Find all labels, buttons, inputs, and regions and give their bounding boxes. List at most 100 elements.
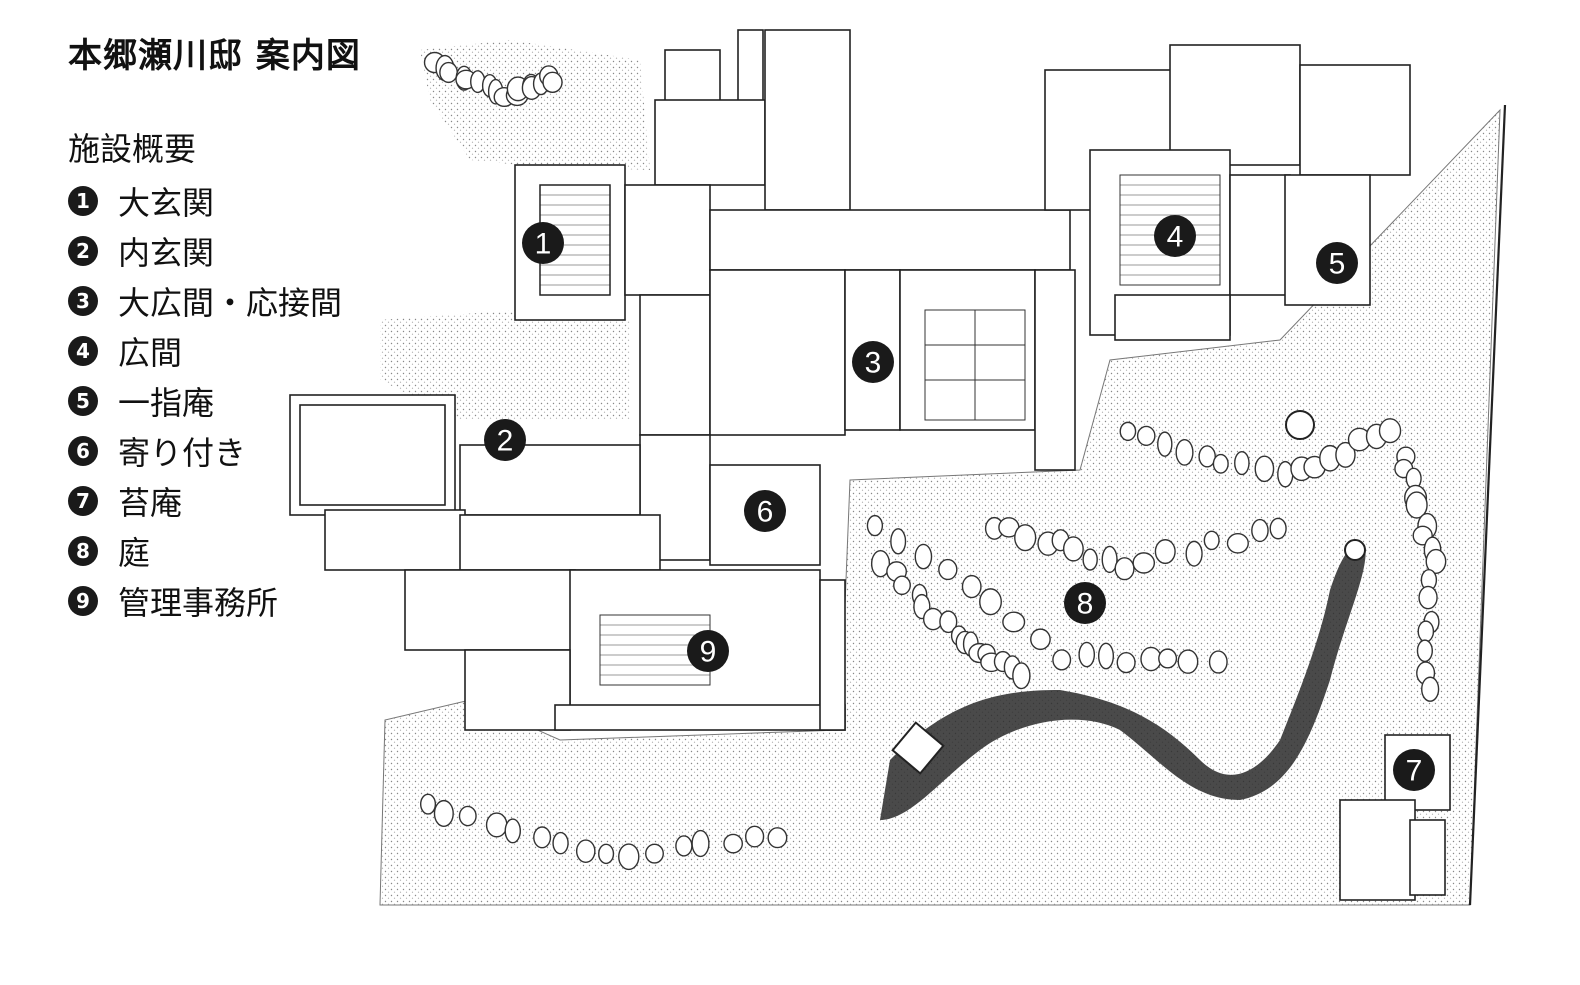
- pond-bridge: [891, 721, 945, 775]
- map-marker-9: 9: [687, 630, 729, 672]
- stepping-stone: [1212, 453, 1229, 474]
- stepping-stone: [1417, 620, 1435, 643]
- stepping-stone: [691, 829, 710, 858]
- map-marker-number: 3: [865, 347, 882, 380]
- stepping-stone: [1177, 649, 1199, 674]
- stepping-stone: [598, 843, 615, 865]
- garden-upper-left: [420, 40, 650, 170]
- map-marker-number: 8: [1077, 588, 1094, 621]
- legend-label: 苔庵: [118, 484, 183, 522]
- stepping-stone: [439, 61, 458, 84]
- stepping-stone: [1198, 445, 1216, 468]
- map-marker-8: 8: [1064, 582, 1106, 624]
- map-marker-7: 7: [1393, 749, 1435, 791]
- map-marker-5: 5: [1316, 242, 1358, 284]
- stepping-stone: [1157, 431, 1173, 457]
- stepping-stone: [1136, 425, 1156, 446]
- stepping-stone: [870, 550, 891, 578]
- marker-number-icon: 6: [68, 436, 98, 466]
- stepping-stone: [1405, 491, 1428, 519]
- stepping-stone: [1277, 460, 1294, 488]
- stepping-stone: [938, 558, 958, 581]
- stepping-stone: [744, 825, 765, 848]
- lantern: [1344, 539, 1366, 561]
- stepping-stone: [1208, 650, 1228, 674]
- stepping-stone: [1421, 676, 1440, 702]
- stepping-stone: [1378, 418, 1402, 444]
- stepping-stone: [1418, 585, 1438, 610]
- legend-label: 庭: [118, 534, 151, 572]
- map-title: 本郷瀬川邸 案内図: [68, 36, 361, 76]
- stepping-stone: [939, 610, 958, 634]
- stepping-stone: [866, 514, 884, 537]
- stepping-stone: [1082, 548, 1098, 571]
- marker-number-icon: 9: [68, 586, 98, 616]
- map-marker-number: 9: [700, 636, 717, 669]
- legend-label: 大玄関: [118, 184, 215, 222]
- legend-item: 6 寄り付き: [68, 426, 342, 476]
- legend-item: 1 大玄関: [68, 176, 342, 226]
- buildings: [289, 29, 1507, 906]
- stepping-stone: [1014, 524, 1037, 552]
- stepping-stones: [419, 51, 1447, 871]
- marker-number-icon: 5: [68, 386, 98, 416]
- stepping-stone: [1078, 641, 1096, 668]
- stepping-stone: [1119, 421, 1137, 442]
- map-marker-3: 3: [852, 341, 894, 383]
- map-marker-number: 1: [535, 228, 552, 261]
- map-marker-number: 7: [1406, 755, 1423, 788]
- map-marker-number: 5: [1329, 248, 1346, 281]
- stepping-stone: [458, 805, 477, 827]
- pond: [880, 544, 1366, 820]
- stepping-stone: [504, 818, 521, 844]
- garden-area: [379, 108, 1501, 906]
- map-marker-4: 4: [1154, 215, 1196, 257]
- marker-number-icon: 4: [68, 336, 98, 366]
- marker-number-icon: 8: [68, 536, 98, 566]
- stepping-stone: [1116, 651, 1136, 674]
- stepping-stone: [1012, 662, 1031, 690]
- stepping-stone: [1101, 545, 1118, 574]
- stepping-stone: [1234, 450, 1250, 476]
- stepping-stone: [1132, 552, 1156, 574]
- legend-label: 広間: [118, 334, 183, 372]
- marker-number-icon: 1: [68, 186, 98, 216]
- stepping-stone: [1062, 536, 1084, 562]
- stepping-stone: [1269, 517, 1287, 540]
- stepping-stone: [723, 833, 744, 854]
- legend-item: 3 大広間・応接間: [68, 276, 342, 326]
- stepping-stone: [419, 793, 437, 815]
- stepping-stone: [1251, 518, 1269, 543]
- stepping-stone: [618, 843, 640, 871]
- stepping-stone: [1425, 548, 1447, 574]
- stepping-stone: [890, 528, 907, 555]
- stepping-stone: [1097, 642, 1115, 670]
- map-marker-1: 1: [522, 222, 564, 264]
- stepping-stone: [893, 575, 911, 596]
- garden-left-mid: [380, 310, 630, 420]
- stepping-stone: [1254, 455, 1275, 483]
- stepping-stone: [433, 799, 454, 828]
- stepping-stone: [1154, 539, 1176, 565]
- stepping-stone: [552, 831, 569, 855]
- map-marker-6: 6: [744, 490, 786, 532]
- stepping-stone: [533, 826, 552, 849]
- stepping-stone: [1416, 639, 1433, 663]
- stepping-stone: [979, 588, 1002, 616]
- legend-label: 大広間・応接間: [118, 284, 343, 322]
- map-marker-number: 4: [1167, 221, 1184, 254]
- legend-label: 寄り付き: [118, 434, 247, 472]
- stepping-stone: [485, 812, 508, 838]
- stepping-stone: [1175, 438, 1194, 466]
- stepping-stone: [767, 827, 788, 849]
- map-marker-number: 6: [757, 496, 774, 529]
- marker-number-icon: 3: [68, 286, 98, 316]
- stepping-stone: [575, 839, 596, 863]
- stepping-stone: [1203, 530, 1220, 551]
